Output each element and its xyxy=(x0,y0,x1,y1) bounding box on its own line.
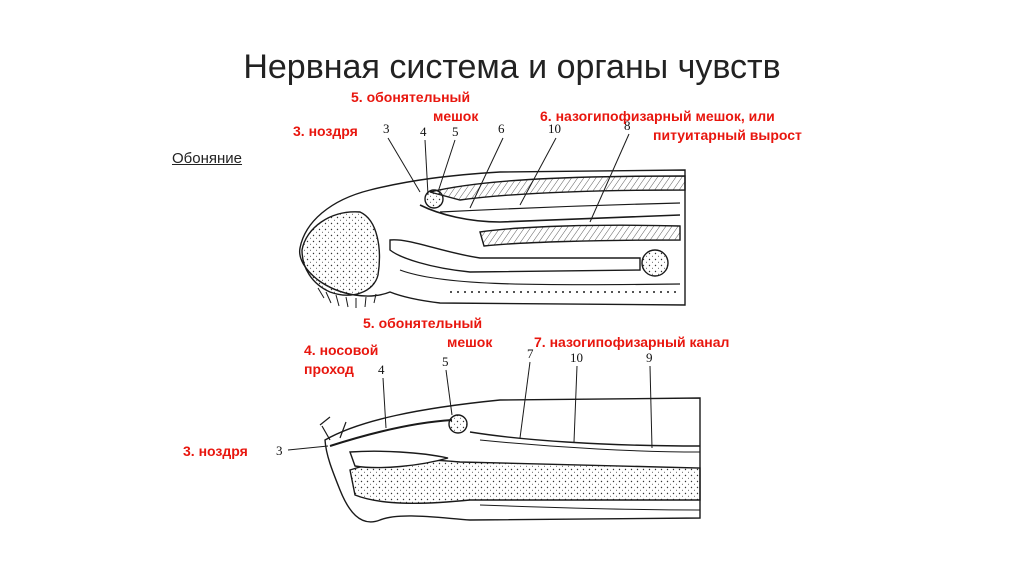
top-diagram xyxy=(298,133,686,308)
bottom-olfactory-sac xyxy=(448,414,468,434)
top-label-olfactory-sac-line2: мешок xyxy=(433,108,479,124)
bottom-tentacles xyxy=(319,416,347,441)
bottom-diagram xyxy=(287,361,701,523)
top-nasohypophyseal-sac xyxy=(419,204,681,223)
bottom-number-4: 4 xyxy=(378,362,385,377)
bottom-label-olfactory-sac: 5. обонятельный мешок xyxy=(363,314,492,352)
bottom-label-nasal-passage-line1: 4. носовой xyxy=(304,342,379,358)
bottom-number-10: 10 xyxy=(570,350,583,365)
bottom-label-nasal-passage-line2: проход xyxy=(304,361,354,377)
top-number-3: 3 xyxy=(383,121,390,136)
slide-title: Нервная система и органы чувств xyxy=(243,48,781,86)
bottom-ventral-lines xyxy=(479,504,701,511)
top-label-olfactory-sac: 5. обонятельный мешок xyxy=(351,88,478,126)
bottom-number-3: 3 xyxy=(276,443,283,458)
top-oral-fringe xyxy=(317,287,377,308)
bottom-canal-inner xyxy=(479,439,701,453)
bottom-mouth-cavity xyxy=(349,450,449,469)
top-brain xyxy=(479,224,681,247)
bottom-pointers xyxy=(287,361,653,451)
bottom-number-7: 7 xyxy=(527,346,534,361)
top-olfactory-sac xyxy=(424,189,444,209)
bottom-nasohypophyseal-canal xyxy=(469,431,701,447)
top-label-nasohypophyseal-sac-line1: 6. назогипофизарный мешок, или xyxy=(540,108,775,124)
top-label-nasohypophyseal-sac: 6. назогипофизарный мешок, или питуитарн… xyxy=(540,107,802,145)
bottom-label-olfactory-sac-line1: 5. обонятельный xyxy=(363,315,483,331)
top-label-olfactory-sac-line1: 5. обонятельный xyxy=(351,89,471,105)
top-number-6: 6 xyxy=(498,121,505,136)
top-pointers xyxy=(387,133,630,223)
top-dorsal-band xyxy=(429,175,686,201)
top-eye xyxy=(641,249,669,277)
bottom-label-nostril: 3. ноздря xyxy=(183,443,248,459)
top-label-nostril: 3. ноздря xyxy=(293,123,358,139)
bottom-number-5: 5 xyxy=(442,354,449,369)
top-number-4: 4 xyxy=(420,124,427,139)
top-number-10: 10 xyxy=(548,121,561,136)
top-lower-tube xyxy=(399,269,681,286)
bottom-label-nasohypophyseal-canal: 7. назогипофизарный канал xyxy=(534,334,730,350)
bottom-label-olfactory-sac-line2: мешок xyxy=(447,334,493,350)
section-subtitle: Обоняние xyxy=(172,150,243,167)
bottom-nasal-passage xyxy=(329,419,453,447)
bottom-number-9: 9 xyxy=(646,350,653,365)
top-label-nasohypophyseal-sac-line2: питуитарный вырост xyxy=(653,127,802,143)
top-number-8: 8 xyxy=(624,118,631,133)
bottom-label-nasal-passage: 4. носовой проход xyxy=(304,341,378,379)
top-oral-region xyxy=(301,211,381,296)
top-canal-line xyxy=(439,202,681,213)
top-number-5: 5 xyxy=(452,124,459,139)
top-lower-channel xyxy=(389,239,641,273)
